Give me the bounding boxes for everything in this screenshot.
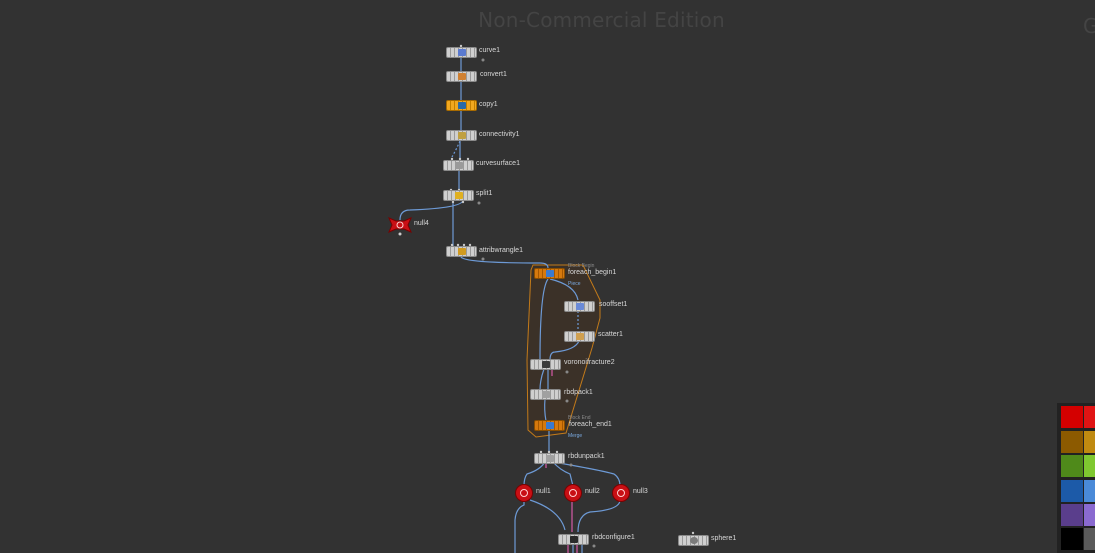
offset-icon [575, 303, 584, 310]
copy-icon [457, 102, 466, 109]
wire-group [399, 57, 621, 553]
node-curvesurface1[interactable] [443, 160, 474, 171]
node-null4[interactable] [388, 216, 412, 234]
node-label: curve1 [479, 47, 501, 54]
node-rbdconfigure1[interactable] [558, 534, 589, 545]
node-null2[interactable] [565, 485, 581, 501]
edition-watermark: Non-Commercial Edition [478, 8, 725, 32]
sphere-icon [689, 537, 698, 544]
palette-swatch[interactable] [1061, 504, 1083, 526]
node-label: convert1 [480, 71, 507, 78]
node-label: attribwrangle1 [479, 247, 523, 254]
null-icon [388, 217, 412, 233]
node-attribwrangle1[interactable] [446, 246, 477, 257]
palette-swatch[interactable] [1084, 455, 1095, 477]
palette-swatch[interactable] [1084, 504, 1095, 526]
node-convert1[interactable] [446, 71, 477, 82]
palette-swatch[interactable] [1061, 431, 1083, 453]
node-comment: Block End [568, 415, 591, 421]
convert-icon [457, 73, 466, 80]
connectivity-icon [457, 132, 466, 139]
null-icon [520, 489, 528, 497]
foreach-begin-icon [545, 270, 554, 277]
palette-swatch[interactable] [1061, 406, 1083, 428]
node-connectivity1[interactable] [446, 130, 477, 141]
node-null1[interactable] [516, 485, 532, 501]
palette-swatch[interactable] [1084, 528, 1095, 550]
palette-swatch[interactable] [1084, 480, 1095, 502]
rbd-pack-icon [541, 391, 550, 398]
palette-swatch[interactable] [1061, 528, 1083, 550]
palette-swatch[interactable] [1061, 480, 1083, 502]
node-null3[interactable] [613, 485, 629, 501]
node-label: sooffset1 [599, 301, 628, 308]
node-comment: Block Begin [568, 263, 595, 269]
node-label: voronoifracture2 [564, 359, 615, 366]
null-icon [569, 489, 577, 497]
split-icon [454, 192, 463, 199]
palette-swatch[interactable] [1084, 406, 1095, 428]
rbd-configure-icon [569, 536, 578, 543]
node-copy1[interactable] [446, 100, 477, 111]
node-label: copy1 [479, 101, 498, 108]
node-label: scatter1 [598, 331, 623, 338]
null-icon [617, 489, 625, 497]
node-rbdunpack1[interactable] [534, 453, 565, 464]
node-label: curvesurface1 [476, 160, 520, 167]
palette-swatch[interactable] [1084, 431, 1095, 453]
node-label: foreach_end1 [569, 421, 612, 428]
curvesurface-icon [454, 162, 463, 169]
node-label: null2 [585, 488, 600, 495]
node-sphere1[interactable] [678, 535, 709, 546]
scatter-icon [575, 333, 584, 340]
color-palette [1057, 403, 1095, 553]
node-label: rbdconfigure1 [592, 534, 635, 541]
node-mode-label: Merge [568, 433, 583, 439]
node-label: foreach_begin1 [568, 269, 617, 276]
node-split1[interactable] [443, 190, 474, 201]
node-foreach-begin1[interactable] [534, 268, 565, 279]
node-curve1[interactable] [446, 47, 477, 58]
palette-swatch[interactable] [1061, 455, 1083, 477]
node-voronoifracture2[interactable] [530, 359, 561, 370]
node-label: connectivity1 [479, 131, 520, 138]
node-label: null3 [633, 488, 648, 495]
rbd-unpack-icon [545, 455, 554, 462]
node-rbdpack1[interactable] [530, 389, 561, 400]
wrangle-icon [457, 248, 466, 255]
node-label: rbdunpack1 [568, 453, 605, 460]
node-label: null4 [414, 220, 429, 227]
node-label: split1 [476, 190, 493, 197]
node-sooffset1[interactable] [564, 301, 595, 312]
foreach-end-icon [545, 422, 554, 429]
node-label: rbdpack1 [564, 389, 593, 396]
node-label: null1 [536, 488, 551, 495]
node-scatter1[interactable] [564, 331, 595, 342]
corner-glyph: G [1083, 14, 1095, 38]
voronoi-icon [541, 361, 550, 368]
node-label: sphere1 [711, 535, 737, 542]
curve-icon [457, 49, 466, 56]
node-mode-label: Piece [568, 281, 581, 287]
node-foreach-end1[interactable] [534, 420, 565, 431]
